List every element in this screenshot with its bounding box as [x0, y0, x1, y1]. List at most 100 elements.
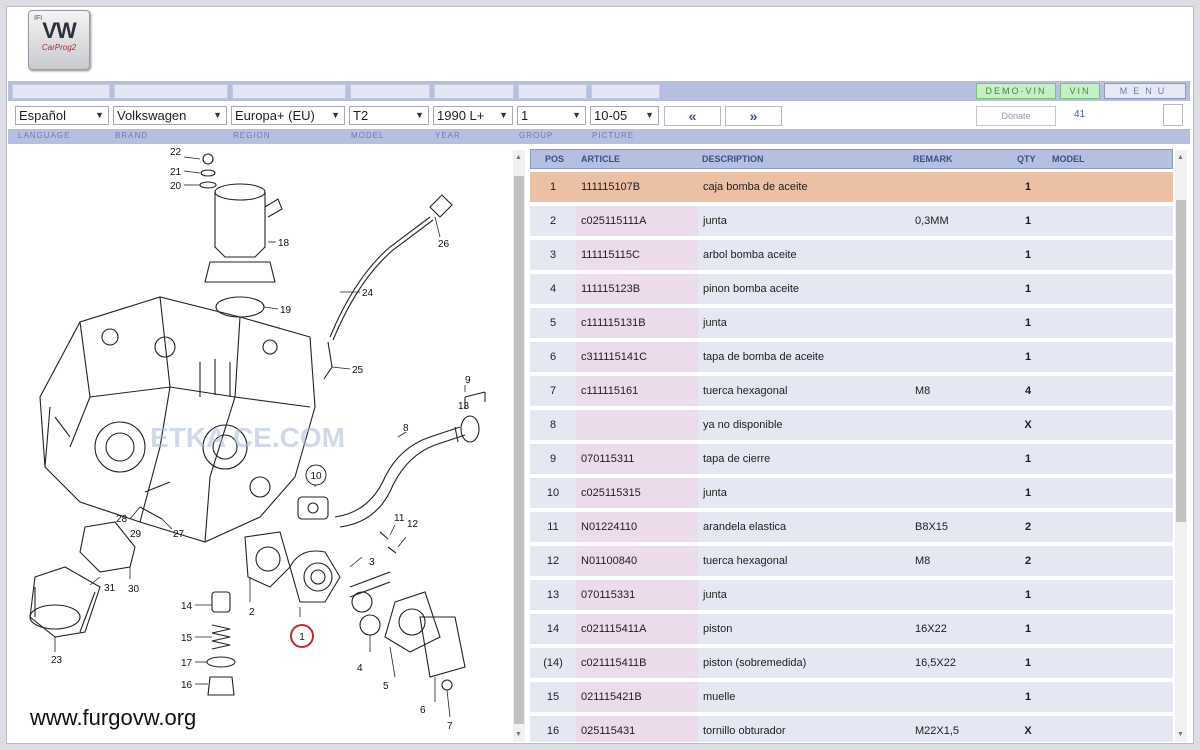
- article-cell-bg: [576, 512, 698, 542]
- group-select[interactable]: 1▼: [517, 106, 586, 125]
- diagram-scrollbar[interactable]: ▲ ▼: [513, 150, 525, 742]
- row-article[interactable]: c111115131B: [581, 317, 646, 329]
- callout-22[interactable]: 22: [170, 147, 182, 158]
- callout-10[interactable]: 10: [310, 471, 322, 482]
- year-select[interactable]: 1990 L+▼: [433, 106, 513, 125]
- slot-region: [232, 84, 346, 99]
- callout-13[interactable]: 13: [458, 401, 470, 412]
- article-cell-bg: [576, 716, 698, 742]
- callout-24[interactable]: 24: [362, 288, 374, 299]
- callout-21[interactable]: 21: [170, 167, 182, 178]
- callout-4[interactable]: 4: [357, 663, 363, 674]
- callout-3[interactable]: 3: [369, 557, 375, 568]
- callout-23[interactable]: 23: [51, 655, 63, 666]
- picture-select[interactable]: 10-05▼: [590, 106, 659, 125]
- row-article[interactable]: c021115411A: [581, 623, 647, 635]
- vin-button[interactable]: VIN: [1060, 83, 1100, 99]
- language-select[interactable]: Español▼: [15, 106, 109, 125]
- col-remark[interactable]: REMARK: [913, 154, 953, 164]
- row-article[interactable]: 025115431: [581, 725, 636, 737]
- callout-19[interactable]: 19: [280, 305, 292, 316]
- callout-12[interactable]: 12: [407, 519, 419, 530]
- callout-9[interactable]: 9: [465, 375, 471, 386]
- callout-25[interactable]: 25: [352, 365, 364, 376]
- scroll-up-icon[interactable]: ▲: [1177, 154, 1184, 161]
- row-article[interactable]: 021115421B: [581, 691, 642, 703]
- row-article[interactable]: N01100840: [581, 555, 638, 567]
- row-pos: 14: [546, 623, 560, 635]
- row-article[interactable]: 070115311: [581, 453, 635, 465]
- scroll-thumb[interactable]: [1176, 200, 1186, 522]
- previous-picture-button[interactable]: «: [664, 106, 721, 126]
- donate-button[interactable]: Donate: [976, 106, 1056, 126]
- next-picture-button[interactable]: »: [725, 106, 782, 126]
- callout-30[interactable]: 30: [128, 584, 140, 595]
- model-select[interactable]: T2▼: [349, 106, 429, 125]
- callout-11[interactable]: 11: [394, 513, 405, 524]
- brand-select[interactable]: Volkswagen▼: [113, 106, 227, 125]
- scroll-down-icon[interactable]: ▼: [1177, 731, 1184, 738]
- table-scrollbar[interactable]: ▲ ▼: [1175, 150, 1187, 742]
- row-article[interactable]: c025115315: [581, 487, 641, 499]
- callout-28[interactable]: 28: [116, 514, 128, 525]
- menu-button[interactable]: MENU: [1104, 83, 1186, 99]
- callout-15[interactable]: 15: [181, 633, 193, 644]
- callout-26[interactable]: 26: [438, 239, 450, 250]
- callout-29[interactable]: 29: [130, 529, 142, 540]
- callout-27[interactable]: 27: [173, 529, 185, 540]
- callout-7[interactable]: 7: [447, 721, 453, 732]
- callout-31[interactable]: 31: [104, 583, 116, 594]
- callout-18[interactable]: 18: [278, 238, 290, 249]
- scroll-up-icon[interactable]: ▲: [515, 154, 522, 161]
- col-description[interactable]: DESCRIPTION: [702, 154, 764, 164]
- row-article[interactable]: N01224110: [581, 521, 638, 533]
- row-article[interactable]: 070115331: [581, 589, 636, 601]
- callout-5[interactable]: 5: [383, 681, 389, 692]
- callout-8[interactable]: 8: [403, 423, 409, 434]
- chevron-down-icon: ▼: [331, 110, 340, 120]
- row-article[interactable]: 111115123B: [581, 283, 641, 295]
- col-article[interactable]: ARTICLE: [581, 154, 620, 164]
- demo-vin-button[interactable]: DEMO-VIN: [976, 83, 1056, 99]
- col-pos[interactable]: POS: [545, 154, 565, 164]
- col-model[interactable]: MODEL: [1052, 154, 1085, 164]
- row-article[interactable]: c111115161: [581, 385, 639, 397]
- row-article[interactable]: c021115411B: [581, 657, 647, 669]
- callout-14[interactable]: 14: [181, 601, 193, 612]
- col-qty[interactable]: QTY: [1017, 154, 1036, 164]
- row-article[interactable]: c025115111A: [581, 215, 647, 227]
- callout-17[interactable]: 17: [181, 658, 193, 669]
- callout-16[interactable]: 16: [181, 680, 193, 691]
- label-year: YEAR: [435, 131, 461, 140]
- vw-carprog-logo[interactable]: IFI VW CarProg2: [28, 10, 90, 70]
- callout-1[interactable]: 1: [299, 632, 305, 643]
- callout-6[interactable]: 6: [420, 705, 426, 716]
- row-description: pinon bomba aceite: [703, 283, 800, 295]
- row-article[interactable]: 111115107B: [581, 181, 641, 193]
- region-select[interactable]: Europa+ (EU)▼: [231, 106, 345, 125]
- row-article[interactable]: c311115141C: [581, 351, 648, 363]
- scroll-down-icon[interactable]: ▼: [515, 731, 522, 738]
- row-article[interactable]: 111115115C: [581, 249, 640, 261]
- blank-box[interactable]: [1163, 104, 1183, 126]
- callout-2[interactable]: 2: [249, 607, 255, 618]
- scroll-thumb[interactable]: [514, 176, 524, 724]
- callout-20[interactable]: 20: [170, 181, 182, 192]
